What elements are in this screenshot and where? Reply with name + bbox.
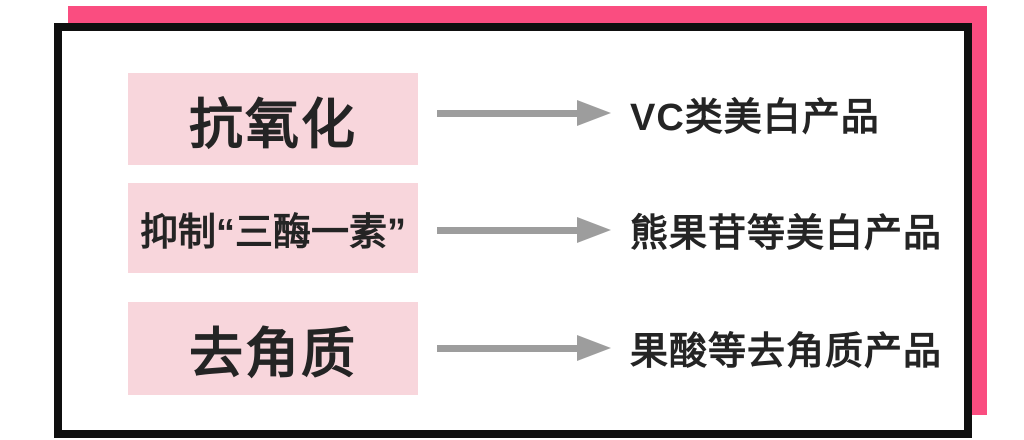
arrow-right-icon — [437, 217, 611, 243]
mechanism-label-enzyme-inhibition: 抑制“三酶一素” — [128, 183, 418, 273]
product-text-fruit-acid: 果酸等去角质产品 — [630, 330, 943, 373]
mechanism-label-antioxidant: 抗氧化 — [128, 73, 418, 165]
product-text-vc: VC类美白产品 — [630, 96, 880, 139]
arrow-head — [577, 217, 611, 243]
product-text-arbutin: 熊果苷等美白产品 — [630, 212, 943, 255]
arrow-right-icon — [437, 335, 611, 361]
arrow-shaft — [437, 226, 577, 234]
mechanism-label-exfoliation: 去角质 — [128, 302, 418, 395]
arrow-shaft — [437, 344, 577, 352]
arrow-head — [577, 100, 611, 126]
arrow-right-icon — [437, 100, 611, 126]
arrow-shaft — [437, 109, 577, 117]
arrow-head — [577, 335, 611, 361]
